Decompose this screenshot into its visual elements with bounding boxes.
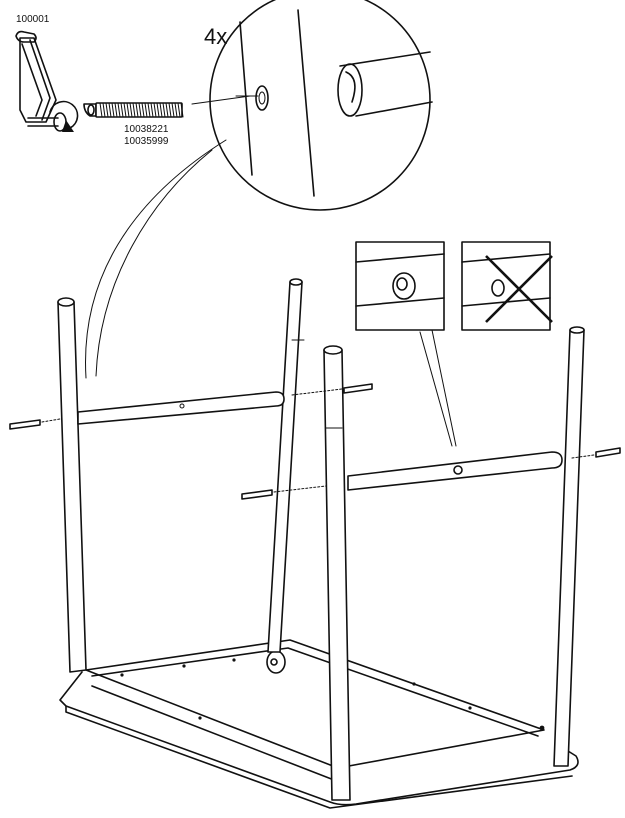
check-panel-incorrect <box>461 241 553 331</box>
table-top <box>59 639 579 809</box>
screw-part-number-1: 10038221 <box>124 124 169 135</box>
leg-edge-right <box>297 9 315 197</box>
table-leg-back-left <box>267 278 305 653</box>
detail-callout <box>209 0 433 211</box>
screw-part-number-2: 10035999 <box>124 136 169 147</box>
screw-front-right <box>241 485 327 500</box>
screw-back-left <box>291 383 373 396</box>
allen-key-icon <box>15 30 67 132</box>
table-leg-front-left <box>57 297 87 673</box>
screw-hole <box>255 85 269 111</box>
screw-front-left <box>9 418 61 430</box>
screw-icon <box>83 102 184 118</box>
check-panel-correct <box>355 241 445 331</box>
quantity-label: 4x <box>204 24 227 49</box>
rail-end <box>339 51 433 117</box>
check-callout-line <box>419 329 457 447</box>
rail-right <box>347 451 563 491</box>
rotate-clockwise-icon <box>49 100 79 132</box>
table-leg-back-right <box>553 326 585 767</box>
table-leg-front-right <box>323 345 351 801</box>
leg-edge-left <box>239 21 253 176</box>
cross-mark-icon <box>485 255 553 323</box>
callout-line <box>85 139 227 379</box>
screw-back-right <box>571 447 621 459</box>
tool-part-number: 100001 <box>16 14 50 25</box>
rail-left <box>77 391 285 425</box>
